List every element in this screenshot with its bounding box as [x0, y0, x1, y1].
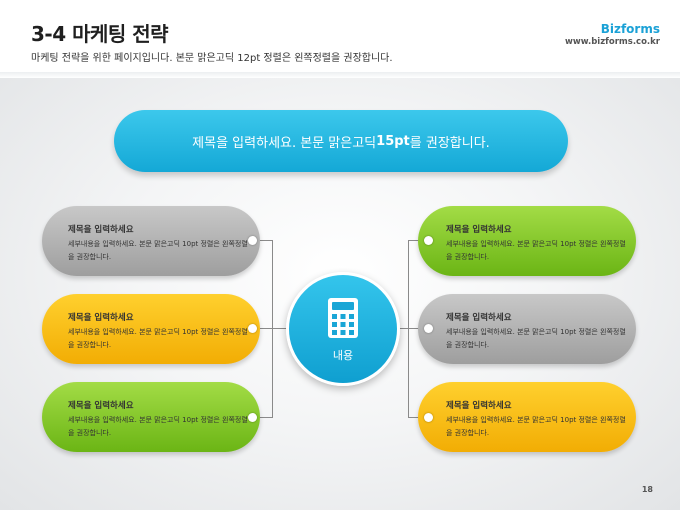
card-title: 제목을 입력하세요 [68, 225, 134, 235]
connector-line-left-bottom [252, 417, 272, 418]
banner-text-prefix: 제목을 입력하세요. 본문 맑은고딕 [192, 135, 377, 151]
card-body: 세부내용을 입력하세요. 본문 맑은고딕 10pt 정렬은 왼쪽정렬을 권장합니… [446, 328, 626, 349]
card-title: 제목을 입력하세요 [446, 401, 512, 411]
page-title: 3-4 마케팅 전략 [31, 22, 169, 46]
card-body: 세부내용을 입력하세요. 본문 맑은고딕 10pt 정렬은 왼쪽정렬을 권장합니… [68, 328, 248, 349]
card-left-2[interactable]: 제목을 입력하세요 세부내용을 입력하세요. 본문 맑은고딕 10pt 정렬은 … [42, 294, 260, 364]
card-left-1[interactable]: 제목을 입력하세요 세부내용을 입력하세요. 본문 맑은고딕 10pt 정렬은 … [42, 206, 260, 276]
brand-url: www.bizforms.co.kr [564, 37, 660, 47]
calculator-icon [328, 298, 358, 338]
connector-line-left-middle [252, 328, 288, 329]
card-title: 제목을 입력하세요 [446, 225, 512, 235]
connector-dot [248, 236, 257, 245]
card-body: 세부내용을 입력하세요. 본문 맑은고딕 10pt 정렬은 왼쪽정렬을 권장합니… [68, 416, 248, 437]
connector-line-left-vertical [272, 240, 273, 418]
connector-line-right-middle [392, 328, 428, 329]
banner-text-bold: 15pt [376, 133, 410, 149]
brand-logo: Bizforms www.bizforms.co.kr [565, 22, 660, 47]
connector-dot [248, 413, 257, 422]
connector-dot [424, 324, 433, 333]
card-body: 세부내용을 입력하세요. 본문 맑은고딕 10pt 정렬은 왼쪽정렬을 권장합니… [446, 240, 626, 261]
card-left-3[interactable]: 제목을 입력하세요 세부내용을 입력하세요. 본문 맑은고딕 10pt 정렬은 … [42, 382, 260, 452]
connector-line-left-top [252, 240, 272, 241]
card-title: 제목을 입력하세요 [68, 313, 134, 323]
connector-dot [424, 236, 433, 245]
card-title: 제목을 입력하세요 [446, 313, 512, 323]
card-body: 세부내용을 입력하세요. 본문 맑은고딕 10pt 정렬은 왼쪽정렬을 권장합니… [446, 416, 626, 437]
card-body: 세부내용을 입력하세요. 본문 맑은고딕 10pt 정렬은 왼쪽정렬을 권장합니… [68, 240, 248, 261]
card-right-1[interactable]: 제목을 입력하세요 세부내용을 입력하세요. 본문 맑은고딕 10pt 정렬은 … [418, 206, 636, 276]
page-subtitle: 마케팅 전략을 위한 페이지입니다. 본문 맑은고딕 12pt 정렬은 왼쪽정렬… [31, 53, 393, 64]
connector-dot [424, 413, 433, 422]
card-right-3[interactable]: 제목을 입력하세요 세부내용을 입력하세요. 본문 맑은고딕 10pt 정렬은 … [418, 382, 636, 452]
connector-dot [248, 324, 257, 333]
center-hub[interactable]: 내용 [286, 272, 400, 386]
banner-text-suffix: 를 권장합니다. [409, 135, 490, 151]
card-right-2[interactable]: 제목을 입력하세요 세부내용을 입력하세요. 본문 맑은고딕 10pt 정렬은 … [418, 294, 636, 364]
header-divider [0, 72, 680, 78]
connector-line-right-vertical [408, 240, 409, 418]
brand-name: Bizforms [600, 22, 660, 36]
hub-label: 내용 [332, 349, 354, 362]
card-title: 제목을 입력하세요 [68, 401, 134, 411]
page-number: 18 [641, 485, 653, 494]
